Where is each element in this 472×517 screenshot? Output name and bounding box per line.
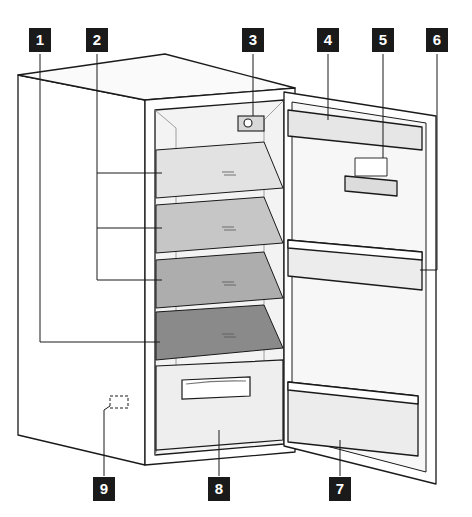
glass-shelf: [156, 142, 283, 198]
callout-number: 8: [208, 477, 230, 501]
callout-number: 6: [426, 28, 448, 52]
interior: [155, 100, 284, 455]
glass-shelf: [156, 197, 283, 253]
callout-number: 1: [29, 28, 51, 52]
shelf-marks: [222, 172, 236, 337]
front-frame: [145, 88, 295, 465]
egg-tray: [345, 176, 397, 196]
door: [284, 92, 436, 484]
rating-plate: [110, 396, 128, 408]
glass-shelf: [156, 252, 283, 308]
glass-shelf: [156, 305, 283, 360]
cabinet: [18, 54, 295, 465]
interior-edge: [264, 100, 284, 395]
callout-number: 5: [372, 28, 394, 52]
callout-number: 9: [93, 477, 115, 501]
leader-lines: [40, 54, 437, 476]
glass-shelves: [156, 142, 283, 360]
callout-number: 2: [86, 28, 108, 52]
door-shelf: [288, 240, 422, 290]
callout-number: 3: [242, 28, 264, 52]
callout-number: 4: [317, 28, 339, 52]
door-compartment: [288, 110, 422, 150]
bottle-shelf: [288, 382, 418, 456]
callout-number: 7: [329, 477, 351, 501]
side-panel: [18, 75, 145, 465]
thermostat: [238, 116, 264, 131]
